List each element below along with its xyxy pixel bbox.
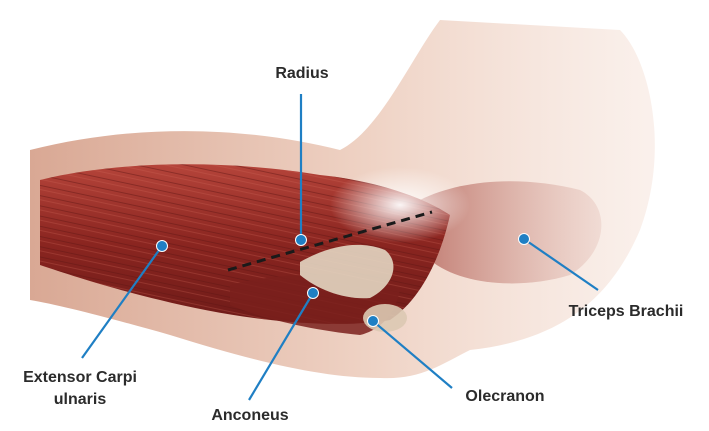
label-anconeus: Anconeus (190, 405, 310, 427)
extensor-marker-dot (157, 241, 168, 252)
label-extensor-line-1: Extensor Carpi (10, 367, 150, 389)
label-radius: Radius (262, 63, 342, 85)
olecranon-marker-dot (368, 316, 379, 327)
label-triceps-brachii: Triceps Brachii (556, 301, 696, 323)
highlight-glow (330, 167, 470, 243)
radius-marker-dot (296, 235, 307, 246)
label-olecranon: Olecranon (450, 386, 560, 408)
triceps-marker-dot (519, 234, 530, 245)
anconeus-marker-dot (308, 288, 319, 299)
label-extensor-line-2: ulnaris (10, 389, 150, 411)
